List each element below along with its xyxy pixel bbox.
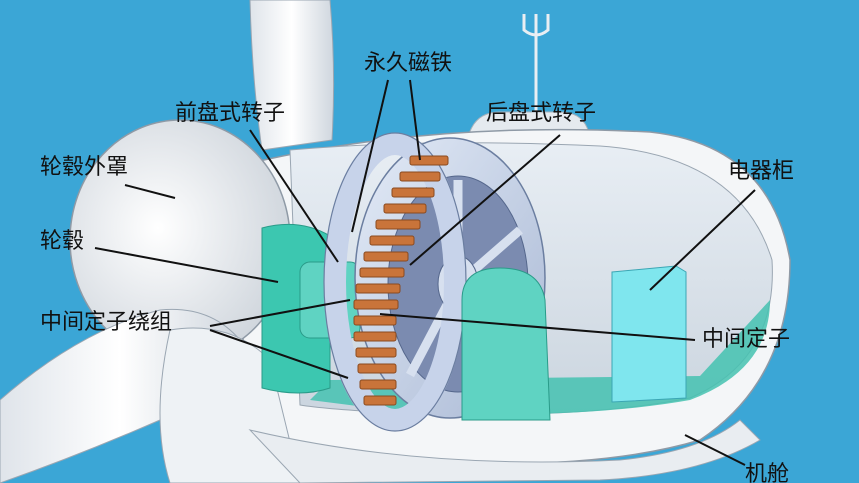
lightning-rod-icon xyxy=(522,14,550,118)
label-middle-stator-winding: 中间定子绕组 xyxy=(40,310,173,335)
top-blade xyxy=(249,0,335,151)
label-middle-stator: 中间定子 xyxy=(702,327,791,352)
label-hub: 轮毂 xyxy=(40,229,85,254)
label-hub-cover: 轮毂外罩 xyxy=(40,155,129,180)
front-disc-shape xyxy=(324,133,466,431)
label-permanent-magnet: 永久磁铁 xyxy=(364,51,453,76)
stator-support xyxy=(461,267,551,421)
nacelle-lower-edge xyxy=(248,419,761,483)
stator-coils xyxy=(353,155,449,406)
label-front-disc-rotor: 前盘式转子 xyxy=(175,101,286,126)
leader-lines xyxy=(94,79,756,466)
label-rear-disc-rotor: 后盘式转子 xyxy=(486,101,597,126)
electrical-cabinet-shape xyxy=(611,265,687,403)
label-nacelle: 机舱 xyxy=(745,462,790,483)
label-electrical-cabinet: 电器柜 xyxy=(728,159,795,184)
